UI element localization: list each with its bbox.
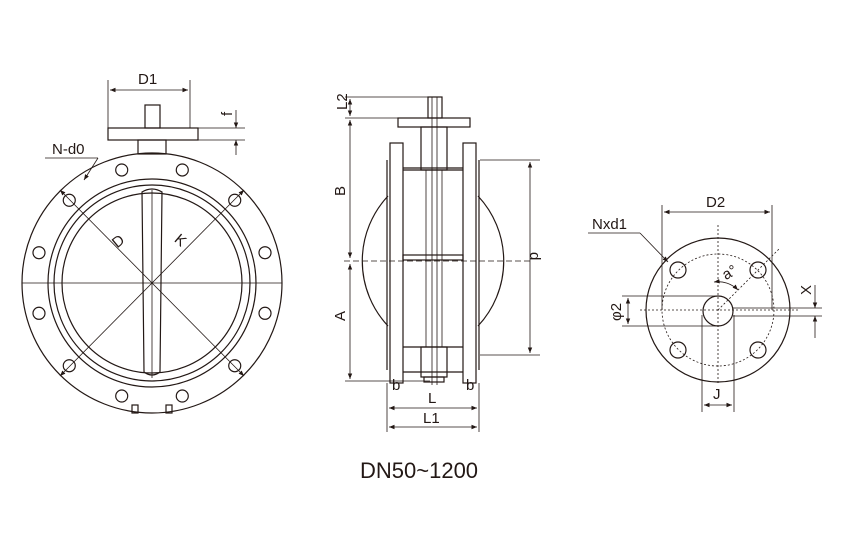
dim-n-d1: Nxd1 <box>592 216 627 233</box>
dim-d1: D1 <box>138 71 157 88</box>
bolt-hole <box>62 193 76 207</box>
dim-b-left: b <box>392 377 400 394</box>
dim-d-disc: d <box>526 252 543 260</box>
dim-a: A <box>332 311 349 321</box>
bolt-hole <box>115 163 129 177</box>
bolt-hole <box>115 389 129 403</box>
dim-l1: L1 <box>423 410 440 427</box>
side-view: L2 B A d b b L L1 <box>332 93 543 432</box>
dim-f: f <box>219 111 236 116</box>
bolt-hole <box>32 246 46 260</box>
bolt-hole <box>228 193 242 207</box>
dim-d2: D2 <box>706 194 725 211</box>
bolt-hole <box>175 389 189 403</box>
bolt-hole <box>62 359 76 373</box>
bolt-hole <box>258 306 272 320</box>
dim-b-height: B <box>332 186 349 196</box>
dim-x: X <box>798 285 815 295</box>
dim-l2: L2 <box>334 93 351 110</box>
dim-l: L <box>428 390 436 407</box>
dim-b-right: b <box>466 377 474 394</box>
bolt-hole <box>32 306 46 320</box>
dim-n-d0: N-d0 <box>52 141 85 158</box>
dim-j: J <box>713 386 721 403</box>
bolt-hole <box>228 359 242 373</box>
bolt-hole <box>175 163 189 177</box>
dim-phi2: φ2 <box>608 303 625 321</box>
bolt-hole <box>258 246 272 260</box>
front-view: D1 f N-d0 D K <box>21 71 283 414</box>
dim-d: D <box>109 231 128 251</box>
flange-view: D2 Nxd1 a° φ2 X J <box>588 194 822 412</box>
dim-angle: a° <box>719 262 740 284</box>
caption: DN50~1200 <box>360 458 478 483</box>
